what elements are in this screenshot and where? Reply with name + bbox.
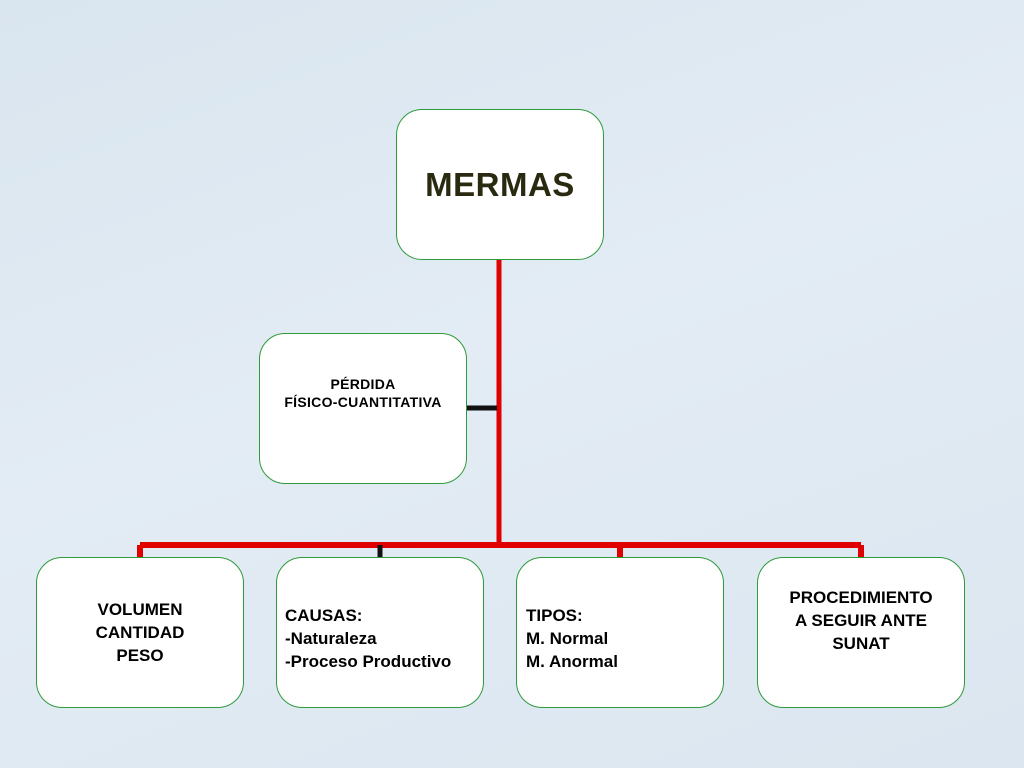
child-line: TIPOS: xyxy=(526,606,583,625)
child-line: PESO xyxy=(116,646,164,665)
child-line: CANTIDAD xyxy=(95,623,185,642)
child-node-tipos: TIPOS: M. Normal M. Anormal xyxy=(516,557,724,708)
child-line: A SEGUIR ANTE xyxy=(795,611,927,630)
child-text: VOLUMEN CANTIDAD PESO xyxy=(96,598,185,667)
child-line: M. Normal xyxy=(526,629,609,648)
assistant-text: PÉRDIDA FÍSICO-CUANTITATIVA xyxy=(284,375,441,411)
root-title: MERMAS xyxy=(425,165,575,203)
child-line: CAUSAS: xyxy=(285,606,363,625)
child-line: M. Anormal xyxy=(526,652,618,671)
child-node-volumen: VOLUMEN CANTIDAD PESO xyxy=(36,557,244,708)
child-line: VOLUMEN xyxy=(97,600,183,619)
child-node-procedimiento: PROCEDIMIENTO A SEGUIR ANTE SUNAT xyxy=(757,557,965,708)
assistant-node: PÉRDIDA FÍSICO-CUANTITATIVA xyxy=(259,333,467,484)
child-text: CAUSAS: -Naturaleza -Proceso Productivo xyxy=(285,604,451,673)
assistant-line-2: FÍSICO-CUANTITATIVA xyxy=(284,393,442,410)
child-node-causas: CAUSAS: -Naturaleza -Proceso Productivo xyxy=(276,557,484,708)
child-text: TIPOS: M. Normal M. Anormal xyxy=(526,604,618,673)
child-text: PROCEDIMIENTO A SEGUIR ANTE SUNAT xyxy=(789,586,932,655)
child-line: PROCEDIMIENTO xyxy=(789,588,933,607)
child-line: -Naturaleza xyxy=(285,629,377,648)
assistant-line-1: PÉRDIDA xyxy=(330,375,396,392)
child-line: -Proceso Productivo xyxy=(285,652,452,671)
root-node: MERMAS xyxy=(396,109,604,260)
child-line: SUNAT xyxy=(832,634,890,653)
